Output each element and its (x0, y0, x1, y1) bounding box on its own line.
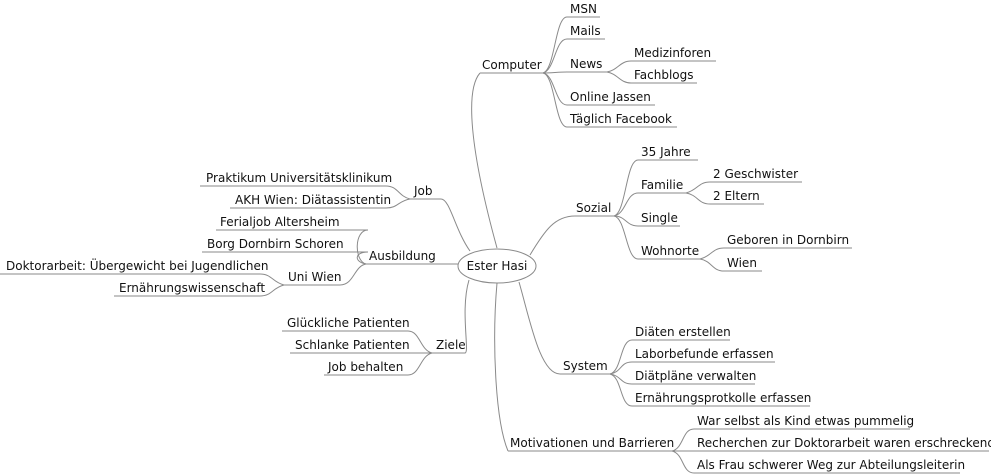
node-taeglich-facebook[interactable]: Täglich Facebook (569, 112, 672, 126)
node-diaetplaene-verwalten[interactable]: Diätpläne verwalten (635, 369, 756, 383)
node-ausbildung: Ausbildung (369, 249, 436, 263)
node-single[interactable]: Single (641, 211, 678, 225)
node-geboren-in-dornbirn[interactable]: Geboren in Dornbirn (727, 233, 849, 247)
node-system: System (563, 359, 608, 373)
branch-system[interactable]: System (560, 359, 610, 375)
node-wien[interactable]: Wien (727, 256, 757, 270)
node-ziele: Ziele (436, 338, 466, 352)
node-laborbefunde-erfassen[interactable]: Laborbefunde erfassen (635, 347, 774, 361)
branch-job[interactable]: Job (410, 184, 441, 200)
node-msn[interactable]: MSN (570, 2, 597, 16)
job-children: Praktikum Universitätsklinikum AKH Wien:… (200, 171, 392, 209)
branch-sozial[interactable]: Sozial (575, 201, 614, 217)
system-children: Diäten erstellen Laborbefunde erfassen D… (632, 325, 811, 407)
node-uni-wien[interactable]: Uni Wien (288, 270, 341, 284)
node-ferialjob[interactable]: Ferialjob Altersheim (220, 215, 340, 229)
branch-ziele[interactable]: Ziele (432, 338, 466, 354)
node-job: Job (413, 184, 433, 198)
ausbildung-children: Ferialjob Altersheim Borg Dornbirn Schor… (0, 215, 368, 297)
node-akh-wien[interactable]: AKH Wien: Diätassistentin (235, 193, 391, 207)
node-2-geschwister[interactable]: 2 Geschwister (713, 167, 798, 181)
node-borg-dornbirn[interactable]: Borg Dornbirn Schoren (207, 237, 344, 251)
node-ernaehrungsprotkolle-erfassen[interactable]: Ernährungsprotkolle erfassen (635, 391, 811, 405)
node-glueckliche-patienten[interactable]: Glückliche Patienten (287, 316, 410, 330)
root-node[interactable] (457, 248, 537, 284)
root-label: Ester Hasi (467, 259, 528, 273)
computer-children: MSN Mails News Online Jassen Täglich Fac… (567, 2, 716, 128)
branch-ausbildung[interactable]: Ausbildung (366, 249, 439, 265)
node-news[interactable]: News (570, 57, 602, 71)
node-medizinforen[interactable]: Medizinforen (634, 46, 711, 60)
node-mails[interactable]: Mails (570, 24, 601, 38)
node-praktikum[interactable]: Praktikum Universitätsklinikum (206, 171, 392, 185)
node-recherchen[interactable]: Recherchen zur Doktorarbeit waren erschr… (697, 436, 991, 450)
node-abteilungsleiterin[interactable]: Als Frau schwerer Weg zur Abteilungsleit… (697, 458, 965, 472)
node-familie[interactable]: Familie (641, 178, 683, 192)
motivationen-children: War selbst als Kind etwas pummelig Reche… (694, 414, 991, 474)
branch-computer[interactable]: Computer (480, 58, 543, 74)
node-35-jahre[interactable]: 35 Jahre (641, 145, 691, 159)
node-job-behalten[interactable]: Job behalten (327, 360, 403, 374)
node-2-eltern[interactable]: 2 Eltern (713, 189, 760, 203)
node-doktorarbeit[interactable]: Doktorarbeit: Übergewicht bei Jugendlich… (6, 257, 268, 273)
sozial-children: 35 Jahre Familie Single Wohnorte 2 Gesch… (638, 145, 852, 272)
node-online-jassen[interactable]: Online Jassen (570, 90, 651, 104)
node-pummelig[interactable]: War selbst als Kind etwas pummelig (697, 414, 914, 428)
node-sozial: Sozial (576, 201, 611, 215)
node-fachblogs[interactable]: Fachblogs (634, 68, 694, 82)
node-motivationen-und-barrieren: Motivationen und Barrieren (510, 436, 674, 450)
ziele-children: Glückliche Patienten Schlanke Patienten … (282, 316, 410, 376)
node-diaeten-erstellen[interactable]: Diäten erstellen (635, 325, 731, 339)
node-wohnorte[interactable]: Wohnorte (641, 244, 699, 258)
branch-motivationen[interactable]: Motivationen und Barrieren (508, 436, 674, 452)
mindmap-edges (259, 16, 725, 474)
node-computer: Computer (482, 58, 542, 72)
node-ernaehrungswissenschaft[interactable]: Ernährungswissenschaft (119, 281, 265, 295)
node-schlanke-patienten[interactable]: Schlanke Patienten (295, 338, 410, 352)
